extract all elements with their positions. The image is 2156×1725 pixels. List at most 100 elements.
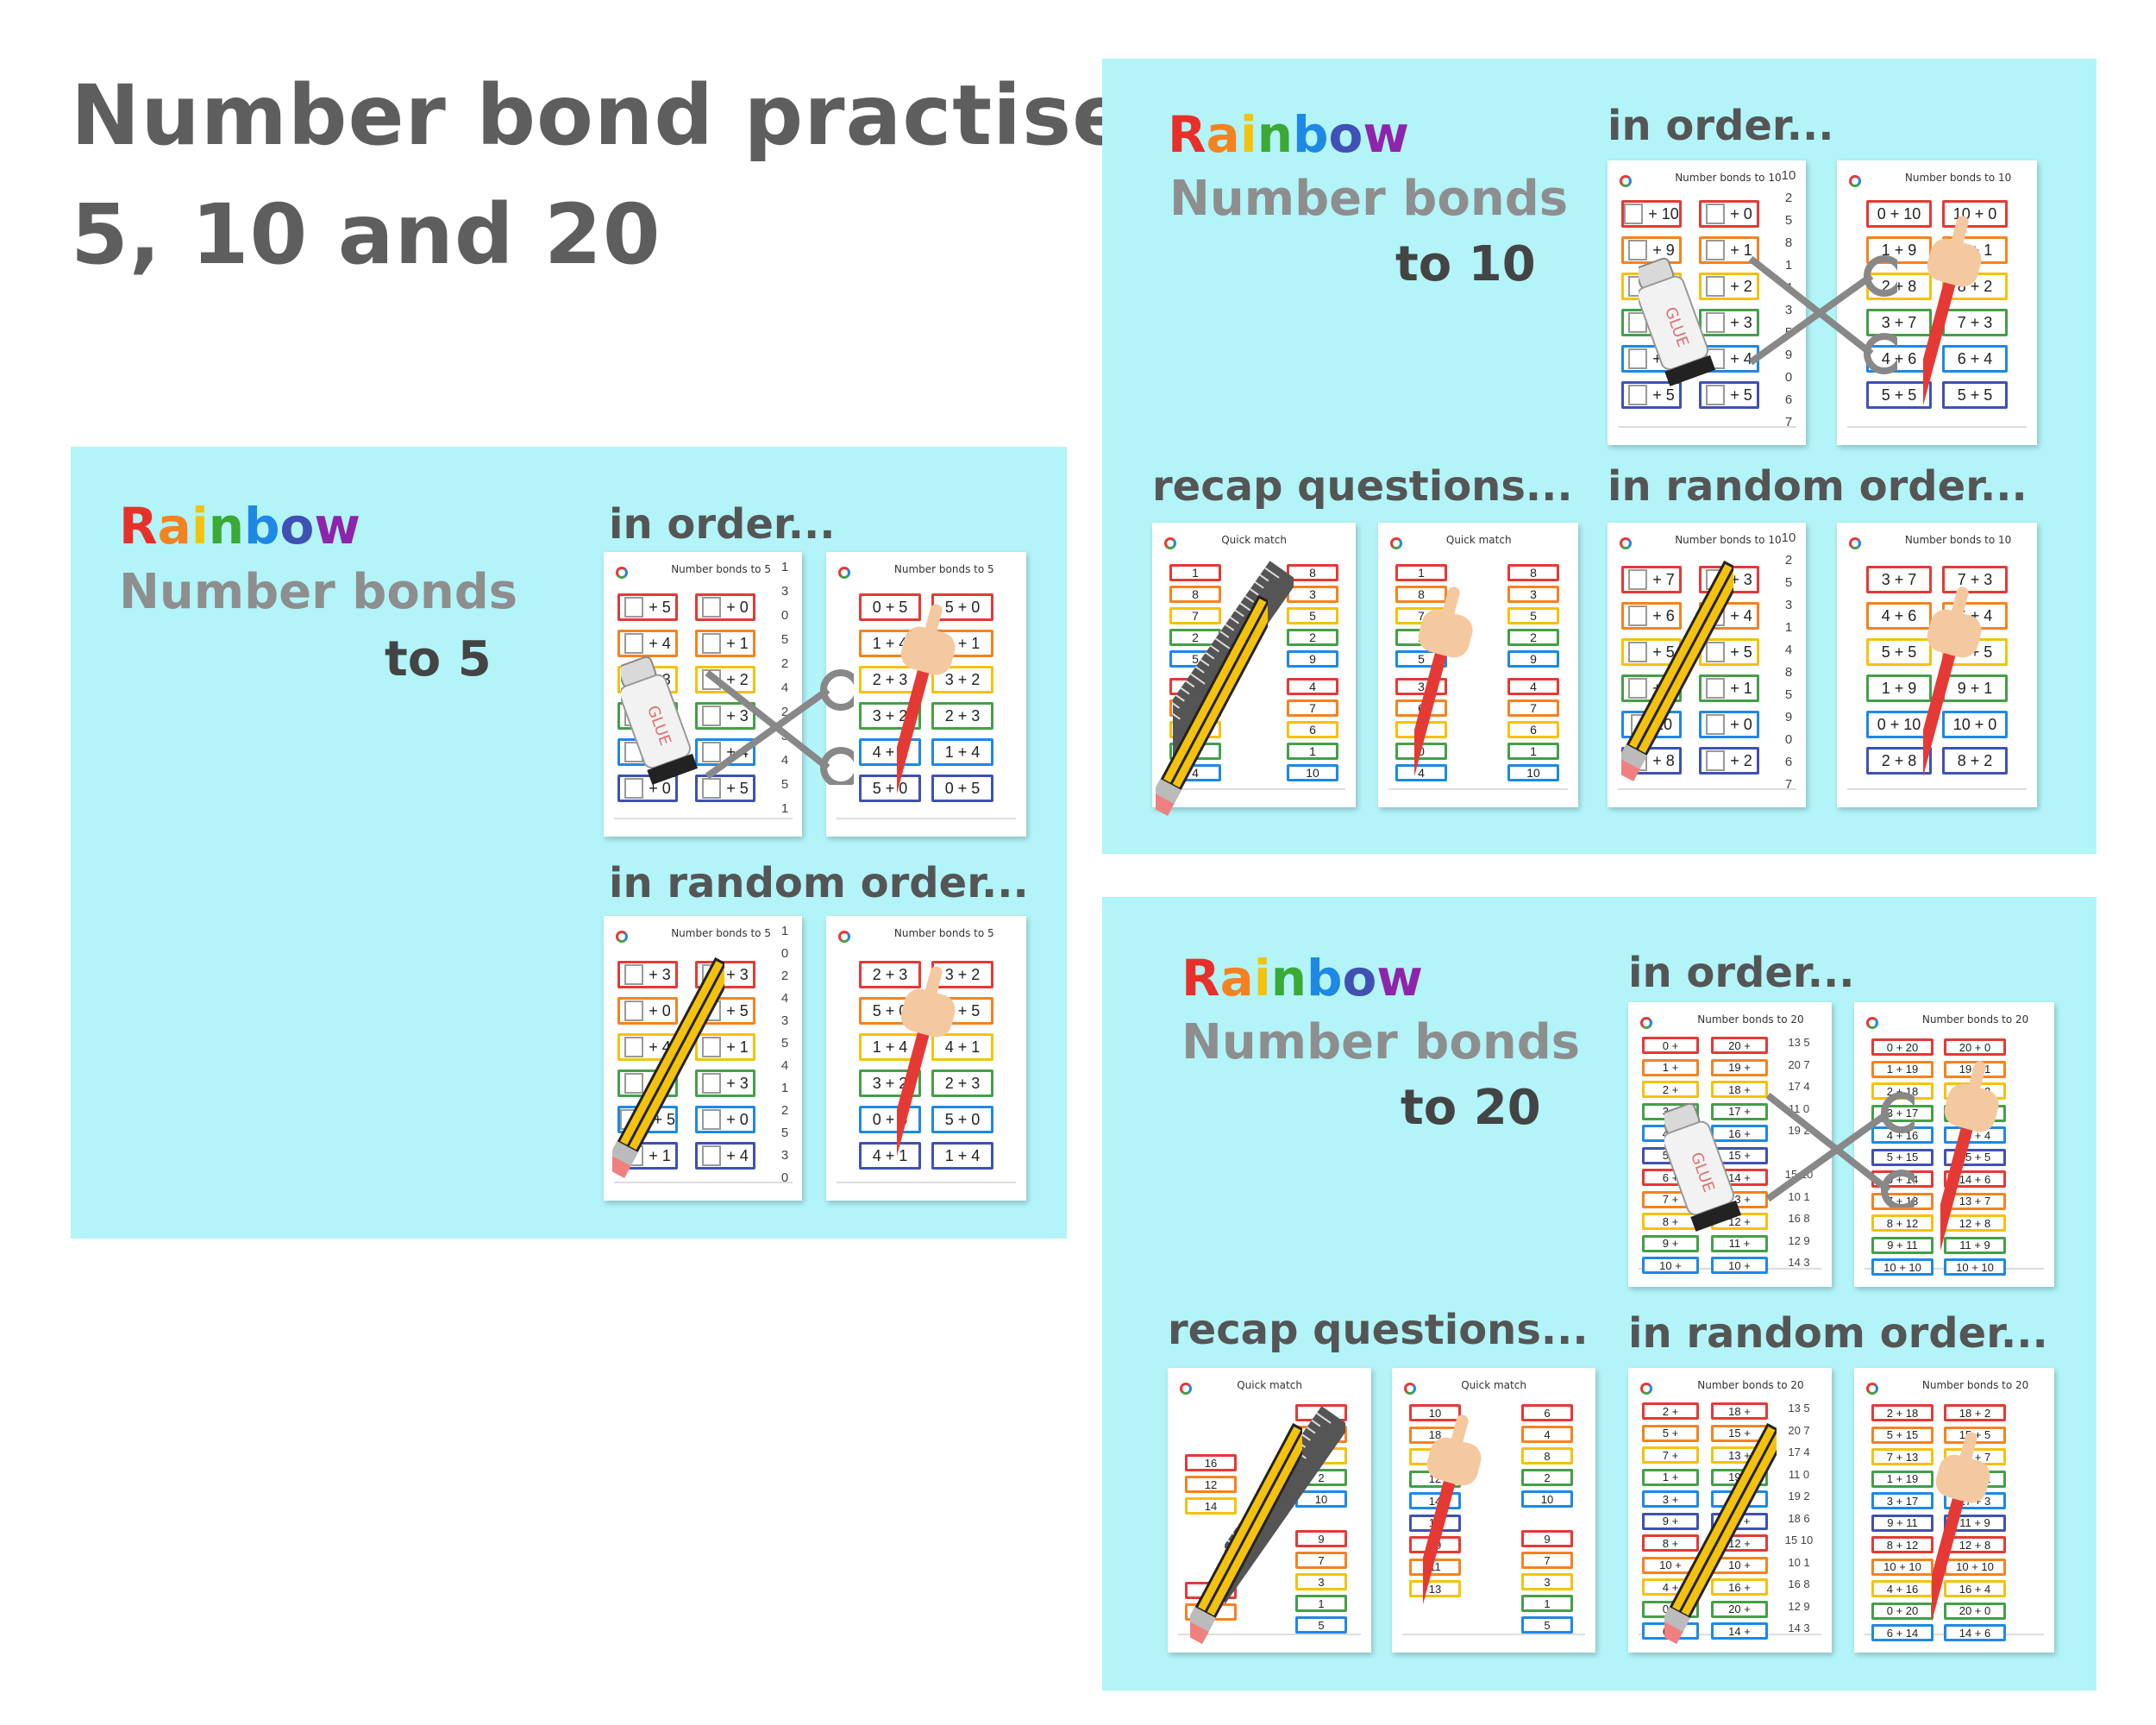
blank-square[interactable] bbox=[624, 597, 644, 618]
answer-box[interactable]: 3 + 7 bbox=[1866, 566, 1932, 593]
answer-box[interactable]: 20 + bbox=[1711, 1037, 1768, 1054]
answer-box[interactable]: 7 + 3 bbox=[1942, 566, 2008, 593]
blank-square[interactable] bbox=[1706, 276, 1726, 297]
blank-square[interactable] bbox=[624, 1073, 644, 1094]
answer-box[interactable]: 6 bbox=[1521, 1404, 1573, 1421]
answer-box[interactable]: 9 + 11 bbox=[1871, 1236, 1934, 1254]
blank-square[interactable] bbox=[624, 964, 644, 985]
blank-square[interactable] bbox=[1706, 204, 1726, 224]
answer-box[interactable]: 2 bbox=[1507, 629, 1559, 646]
answer-box[interactable]: 14 bbox=[1185, 1497, 1237, 1515]
answer-box[interactable]: + 4 bbox=[695, 1142, 755, 1170]
answer-box[interactable]: 14 + 6 bbox=[1944, 1624, 2006, 1641]
answer-box[interactable]: 10 + 10 bbox=[1944, 1258, 2006, 1276]
answer-box[interactable]: + 3 bbox=[617, 961, 678, 988]
answer-box[interactable]: 10 + bbox=[1642, 1556, 1699, 1574]
answer-box[interactable]: 5 + 0 bbox=[931, 593, 993, 621]
answer-box[interactable]: 12 + 8 bbox=[1944, 1214, 2006, 1232]
answer-box[interactable]: 9 + bbox=[1642, 1512, 1699, 1530]
answer-box[interactable]: 2 + 3 bbox=[859, 961, 921, 988]
answer-box[interactable]: 9 bbox=[1287, 650, 1338, 668]
answer-box[interactable]: + 5 bbox=[1699, 638, 1759, 666]
answer-box[interactable]: 12 bbox=[1185, 1476, 1237, 1493]
blank-square[interactable] bbox=[1628, 678, 1648, 699]
answer-box[interactable]: 5 + 5 bbox=[1866, 381, 1932, 409]
answer-box[interactable]: 10 + 0 bbox=[1942, 711, 2008, 738]
answer-box[interactable]: 7 bbox=[1169, 607, 1221, 624]
answer-box[interactable]: 6 bbox=[1287, 721, 1338, 738]
answer-box[interactable]: 1 bbox=[1395, 564, 1447, 581]
answer-box[interactable]: 8 + bbox=[1642, 1534, 1699, 1552]
answer-box[interactable]: 13 + 7 bbox=[1944, 1192, 2006, 1210]
answer-box[interactable]: 10 + bbox=[1642, 1257, 1699, 1274]
answer-box[interactable]: 10 + bbox=[1711, 1257, 1768, 1274]
blank-square[interactable] bbox=[1706, 714, 1726, 735]
sheet-20-recap-answers[interactable]: Quick match10181612141519111364821097315 bbox=[1392, 1368, 1595, 1653]
answer-box[interactable]: 6 + 14 bbox=[1871, 1624, 1934, 1641]
answer-box[interactable]: 8 bbox=[1521, 1447, 1573, 1465]
answer-box[interactable]: 9 + bbox=[1642, 1234, 1699, 1252]
answer-box[interactable]: + 5 bbox=[1621, 381, 1682, 409]
answer-box[interactable]: 2 + 18 bbox=[1871, 1082, 1934, 1100]
answer-box[interactable]: 2 + 3 bbox=[931, 702, 993, 730]
blank-square[interactable] bbox=[1628, 605, 1648, 626]
answer-box[interactable]: 3 bbox=[1295, 1573, 1347, 1590]
answer-box[interactable]: 6 bbox=[1507, 721, 1559, 738]
answer-box[interactable]: 18 + bbox=[1711, 1081, 1768, 1098]
answer-box[interactable]: 7 bbox=[1287, 699, 1338, 717]
answer-box[interactable]: 3 bbox=[1507, 586, 1559, 603]
answer-box[interactable]: + 5 bbox=[1699, 381, 1759, 409]
answer-box[interactable]: 10 bbox=[1521, 1490, 1573, 1508]
answer-box[interactable]: 7 + bbox=[1642, 1446, 1699, 1464]
answer-box[interactable]: + 1 bbox=[695, 630, 755, 657]
answer-box[interactable]: 1 + 4 bbox=[931, 738, 993, 766]
blank-square[interactable] bbox=[702, 706, 722, 726]
answer-box[interactable]: 5 + 5 bbox=[1942, 381, 2008, 409]
answer-box[interactable]: 1 bbox=[1521, 1595, 1573, 1612]
blank-square[interactable] bbox=[702, 1073, 722, 1094]
answer-box[interactable]: + 0 bbox=[695, 1106, 755, 1133]
answer-box[interactable]: 9 bbox=[1507, 650, 1559, 668]
answer-box[interactable]: 13 bbox=[1409, 1580, 1461, 1597]
answer-box[interactable]: 9 bbox=[1295, 1530, 1347, 1547]
answer-box[interactable]: 4 + 6 bbox=[1866, 602, 1932, 630]
answer-box[interactable]: 7 bbox=[1521, 1552, 1573, 1569]
answer-box[interactable]: 0 + 5 bbox=[859, 593, 921, 621]
answer-box[interactable]: 0 + 20 bbox=[1871, 1602, 1934, 1620]
answer-box[interactable]: 3 bbox=[1521, 1573, 1573, 1590]
answer-box[interactable]: 18 + bbox=[1711, 1402, 1768, 1420]
answer-box[interactable]: 2 + 18 bbox=[1871, 1404, 1934, 1421]
answer-box[interactable]: 5 + 0 bbox=[931, 1106, 993, 1133]
answer-box[interactable]: + 6 bbox=[1621, 602, 1682, 630]
answer-box[interactable]: 19 + bbox=[1711, 1058, 1768, 1076]
answer-box[interactable]: 20 + bbox=[1711, 1600, 1768, 1618]
blank-square[interactable] bbox=[1624, 204, 1644, 224]
blank-square[interactable] bbox=[702, 778, 722, 799]
answer-box[interactable]: 16 + bbox=[1711, 1578, 1768, 1596]
blank-square[interactable] bbox=[1706, 385, 1726, 405]
blank-square[interactable] bbox=[1706, 240, 1726, 260]
blank-square[interactable] bbox=[702, 742, 722, 762]
answer-box[interactable]: 1 + bbox=[1642, 1468, 1699, 1486]
answer-box[interactable]: 8 bbox=[1395, 586, 1447, 603]
blank-square[interactable] bbox=[624, 1037, 644, 1057]
answer-box[interactable]: 17 + bbox=[1711, 1102, 1768, 1120]
answer-box[interactable]: 4 + 16 bbox=[1871, 1580, 1934, 1597]
answer-box[interactable]: 10 + 0 bbox=[1942, 200, 2008, 228]
answer-box[interactable]: 2 bbox=[1287, 629, 1338, 646]
answer-box[interactable]: + 4 bbox=[617, 630, 678, 657]
answer-box[interactable]: 5 bbox=[1287, 607, 1338, 624]
answer-box[interactable]: 8 + 12 bbox=[1871, 1536, 1934, 1553]
answer-box[interactable]: 5 bbox=[1521, 1616, 1573, 1634]
answer-box[interactable]: 10 + 10 bbox=[1944, 1558, 2006, 1576]
answer-box[interactable]: 3 + bbox=[1642, 1490, 1699, 1508]
blank-square[interactable] bbox=[1628, 348, 1648, 369]
answer-box[interactable]: + 2 bbox=[1699, 747, 1759, 775]
answer-box[interactable]: 1 bbox=[1287, 743, 1338, 760]
blank-square[interactable] bbox=[1628, 385, 1648, 405]
answer-box[interactable]: 5 + 15 bbox=[1871, 1148, 1934, 1166]
answer-box[interactable]: 6 + 4 bbox=[1942, 345, 2008, 373]
blank-square[interactable] bbox=[624, 1000, 644, 1021]
answer-box[interactable]: + 1 bbox=[695, 1033, 755, 1061]
